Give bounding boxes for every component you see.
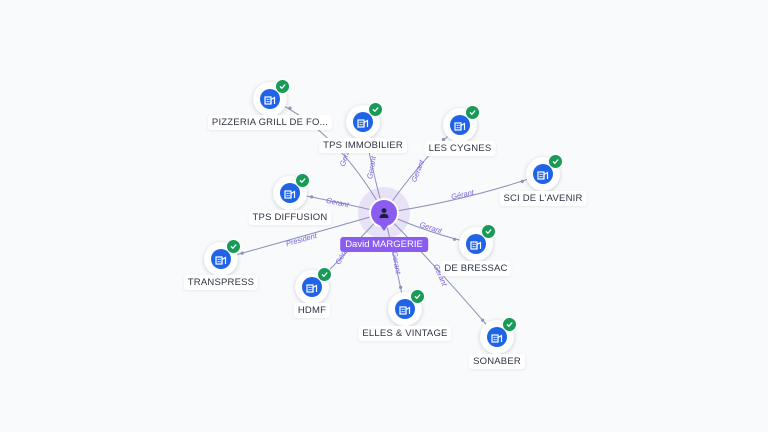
- company-name-label-hdmf[interactable]: HDMF: [293, 303, 331, 318]
- company-node-hdmf[interactable]: [295, 267, 332, 304]
- company-node-sci[interactable]: [526, 154, 563, 191]
- edge-arrow-pizzeria: [288, 106, 292, 110]
- edge-role-label-tps-diff: Gerant: [325, 196, 350, 210]
- company-building-icon: [260, 89, 280, 109]
- company-name-label-tps-immo[interactable]: TPS IMMOBILIER: [319, 138, 407, 153]
- company-building-icon: [280, 183, 300, 203]
- edge-role-label-cygnes: Gerant: [409, 158, 426, 183]
- company-node-sonaber[interactable]: [480, 317, 517, 354]
- verified-check-icon: [465, 105, 480, 120]
- edge-arrow-sci: [520, 179, 524, 183]
- edge-transpress: [220, 212, 385, 260]
- company-name-label-cygnes[interactable]: LES CYGNES: [424, 141, 496, 156]
- company-building-icon: [450, 115, 470, 135]
- person-node[interactable]: [358, 187, 410, 239]
- verified-check-icon: [275, 79, 290, 94]
- company-building-icon: [533, 164, 553, 184]
- edge-arrow-elles: [399, 285, 403, 289]
- verified-check-icon: [317, 267, 332, 282]
- company-node-bressac[interactable]: [459, 224, 496, 261]
- company-building-icon: [466, 234, 486, 254]
- edge-arrow-sonaber: [481, 318, 485, 322]
- company-node-elles[interactable]: [388, 289, 425, 326]
- company-node-pizzeria[interactable]: [253, 79, 290, 116]
- verified-check-icon: [226, 239, 241, 254]
- edge-arrow-transpress: [240, 251, 244, 255]
- company-name-label-sonaber[interactable]: SONABER: [469, 354, 525, 369]
- edge-role-label-tps-immo: Gerant: [365, 155, 378, 180]
- company-name-label-sci[interactable]: SCI DE L'AVENIR: [499, 191, 587, 206]
- edge-role-label-elles: Gerant: [390, 250, 403, 275]
- verified-check-icon: [410, 289, 425, 304]
- verified-check-icon: [548, 154, 563, 169]
- company-name-label-pizzeria[interactable]: PIZZERIA GRILL DE FO...: [207, 115, 333, 130]
- edge-sci: [383, 173, 544, 214]
- company-node-cygnes[interactable]: [443, 105, 480, 142]
- company-building-icon: [353, 112, 373, 132]
- edge-arrow-bressac: [452, 237, 457, 241]
- company-node-transpress[interactable]: [204, 239, 241, 276]
- edge-role-label-transpress: President: [285, 231, 319, 249]
- verified-check-icon: [295, 173, 310, 188]
- company-node-tps-diff[interactable]: [273, 173, 310, 210]
- person-name-label[interactable]: David MARGERIE: [340, 237, 428, 252]
- company-building-icon: [302, 277, 322, 297]
- edge-arrow-tps-diff: [310, 195, 314, 199]
- edge-role-label-bressac: Gerant: [418, 220, 443, 236]
- verified-check-icon: [502, 317, 517, 332]
- edge-sonaber: [383, 212, 498, 338]
- company-name-label-tps-diff[interactable]: TPS DIFFUSION: [248, 210, 332, 225]
- company-name-label-transpress[interactable]: TRANSPRESS: [183, 275, 259, 290]
- edge-role-label-sci: Gérant: [450, 188, 475, 202]
- verified-check-icon: [481, 224, 496, 239]
- edge-arrow-cygnes: [441, 137, 445, 142]
- pin-tip: [379, 224, 389, 231]
- company-name-label-bressac[interactable]: DE BRESSAC: [440, 261, 512, 276]
- company-building-icon: [211, 249, 231, 269]
- company-building-icon: [395, 299, 415, 319]
- company-building-icon: [487, 327, 507, 347]
- company-name-label-elles[interactable]: ELLES & VINTAGE: [358, 326, 452, 341]
- company-node-tps-immo[interactable]: [346, 102, 383, 139]
- verified-check-icon: [368, 102, 383, 117]
